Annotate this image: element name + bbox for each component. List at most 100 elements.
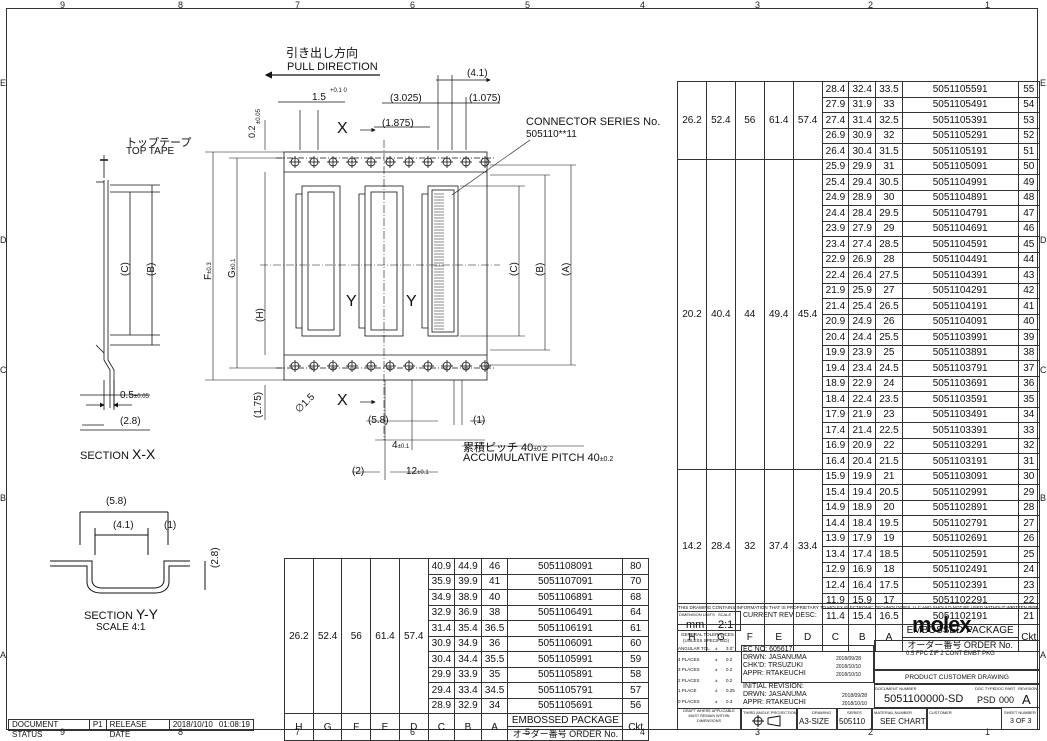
tol-row-value: 0.3 <box>726 698 733 704</box>
table-cell: 12.9 <box>821 561 850 578</box>
dim-0-5: 0.5±0.05 <box>120 390 149 401</box>
table-cell: 28 <box>1017 499 1041 516</box>
table-cell: 23.4 <box>821 236 850 253</box>
table-cell: 33.9 <box>454 666 482 683</box>
table-cell: 58 <box>622 666 649 683</box>
table-cell: 5051106191 <box>507 620 624 637</box>
table-cell: 5051102591 <box>901 546 1019 563</box>
table-cell: 18.9 <box>821 375 850 392</box>
table-cell: 49 <box>1017 174 1041 191</box>
doc-part-label: DOC PART <box>995 686 1016 691</box>
pull-direction-jp: 引き出し方向 <box>286 46 359 60</box>
table-cell: 28.9 <box>848 189 877 206</box>
table-cell: 44 <box>1017 251 1041 268</box>
header-f: F <box>341 713 372 741</box>
zone-right: C <box>1040 365 1047 375</box>
table-cell: 17.5 <box>875 577 903 594</box>
tol-row-value: 0.2 <box>726 656 733 662</box>
zone-left: D <box>0 235 7 245</box>
drawing-label: DRAWING <box>812 710 832 715</box>
section-yy-profile <box>50 511 206 594</box>
table-cell: 34.5 <box>480 682 509 699</box>
material-label: MATERIAL NUMBER <box>874 710 913 715</box>
table-cell: 5051106091 <box>507 635 624 652</box>
dim-b-left: (B) <box>146 262 157 276</box>
table-cell: 19.9 <box>821 344 850 361</box>
ec-no: EC NO: 605617 <box>743 646 793 653</box>
dim-12: 12±0.1 <box>406 466 429 477</box>
table-cell: 23.5 <box>875 391 903 408</box>
zone-right: D <box>1040 235 1047 245</box>
table-cell: 5051102391 <box>901 577 1019 594</box>
doc-type: PSD <box>977 695 996 705</box>
zone-bottom: 2 <box>868 727 874 737</box>
group-cell-e: 61.4 <box>370 558 400 714</box>
table-cell: 35.5 <box>480 651 509 668</box>
zone-bottom: 9 <box>60 727 66 737</box>
zone-left: A <box>0 650 7 660</box>
section-marker-y-right: Y <box>406 293 417 310</box>
release-time-value: 01:08:19 <box>218 720 250 729</box>
dim-yy-1: (1) <box>164 520 177 531</box>
table-cell: 40.9 <box>427 558 456 575</box>
table-cell: 5051105791 <box>507 682 624 699</box>
group-cell-g: 40.4 <box>705 158 736 470</box>
table-cell: 5051104491 <box>901 251 1019 268</box>
table-cell: 5051105291 <box>901 127 1019 144</box>
connector-series-label: CONNECTOR SERIES No. <box>526 116 661 128</box>
table-cell: 5051104691 <box>901 220 1019 237</box>
table-cell: 39.9 <box>454 573 482 590</box>
table-cell: 5051103691 <box>901 375 1019 392</box>
table-cell: 16.9 <box>848 561 877 578</box>
table-cell: 15.4 <box>821 484 850 501</box>
dim-0-2: 0.2 <box>247 125 257 138</box>
header-a: A <box>480 713 509 741</box>
dim-3-025: (3.025) <box>390 93 422 104</box>
document-status-bar: DOCUMENT STATUS P1 RELEASE DATE 2018/10/… <box>8 719 254 739</box>
table-cell: 23 <box>1017 577 1041 594</box>
table-cell: 30.9 <box>848 127 877 144</box>
table-cell: 31 <box>1017 453 1041 470</box>
table-cell: 18.4 <box>821 391 850 408</box>
table-cell: 22.4 <box>821 267 850 284</box>
table-cell: 16.4 <box>848 577 877 594</box>
dim-c-right: (C) <box>509 262 520 276</box>
table-cell: 18 <box>875 561 903 578</box>
product-customer-drawing: PRODUCT CUSTOMER DRAWING <box>905 674 1009 681</box>
table-cell: 5051103591 <box>901 391 1019 408</box>
table-cell: 17.4 <box>848 546 877 563</box>
dim-f: F±0.3 <box>203 262 214 280</box>
table-cell: 5051105191 <box>901 143 1019 160</box>
dim-c-left: (C) <box>120 262 131 276</box>
dim-1-875: (1.875) <box>382 118 414 129</box>
group-cell-d: 57.4 <box>398 558 429 714</box>
zone-right: A <box>1040 650 1047 660</box>
section-yy-scale: SCALE 4:1 <box>96 622 146 633</box>
dim-2-8-xx: (2.8) <box>120 416 141 427</box>
table-cell: 22.4 <box>848 391 877 408</box>
table-cell: 39 <box>1017 329 1041 346</box>
connector-pins <box>434 193 444 330</box>
tol-row-sign: ± <box>715 656 718 662</box>
table-cell: 32 <box>875 127 903 144</box>
zone-right: E <box>1040 78 1047 88</box>
table-cell: 31.4 <box>427 620 456 637</box>
table-cell: 23.9 <box>848 344 877 361</box>
table-cell: 29.9 <box>427 666 456 683</box>
table-cell: 28 <box>875 251 903 268</box>
release-date-value: 2018/10/10 <box>172 720 213 729</box>
table-cell: 52 <box>1017 127 1041 144</box>
table-cell: 40 <box>480 589 509 606</box>
appr: APPR: RTAKEUCHI <box>743 670 806 677</box>
table-cell: 64 <box>622 604 649 621</box>
table-cell: 27.9 <box>848 220 877 237</box>
table-cell: 20.4 <box>821 329 850 346</box>
